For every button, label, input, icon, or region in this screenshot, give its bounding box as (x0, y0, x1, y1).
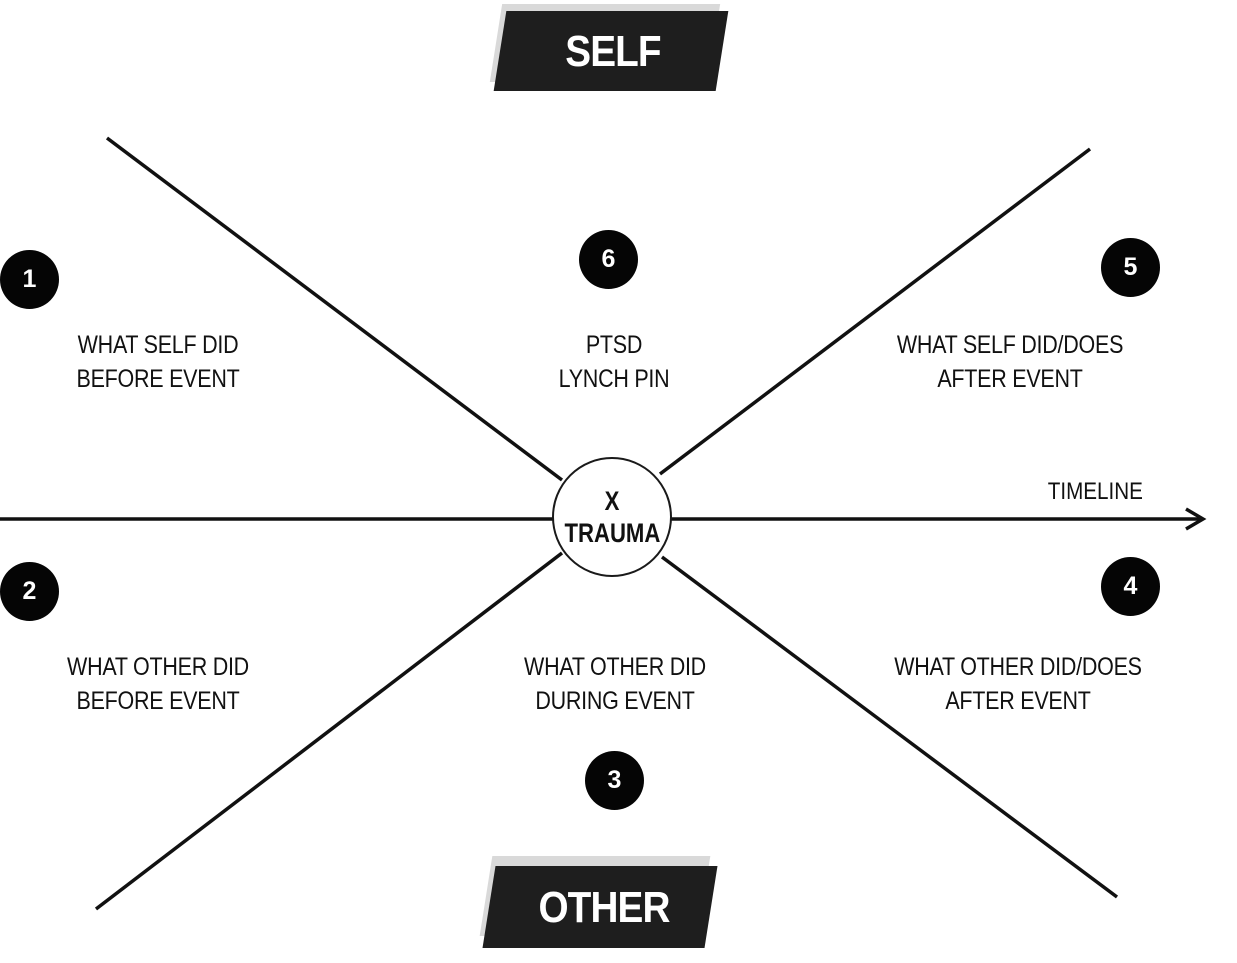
self-banner-title: SELF (565, 27, 661, 76)
quadrant-label-1: WHAT SELF DID BEFORE EVENT (46, 328, 270, 396)
quadrant-label-3: WHAT OTHER DID DURING EVENT (495, 650, 736, 718)
diagonal-line-bottom-right (660, 555, 1119, 899)
number-badge-5: 5 (1101, 238, 1160, 297)
number-badge-2: 2 (0, 562, 59, 621)
timeline-arrowhead-icon (1185, 507, 1207, 531)
quadrant-label-1-line1: WHAT SELF DID (77, 331, 239, 359)
diagonal-line-top-left (105, 136, 564, 482)
trauma-center-circle: X TRAUMA (552, 457, 672, 577)
trauma-center-x: X (604, 486, 620, 516)
other-banner: OTHER (478, 856, 720, 950)
self-banner: SELF (488, 2, 729, 94)
quadrant-label-4-line2: AFTER EVENT (945, 687, 1091, 715)
other-banner-title: OTHER (538, 883, 670, 932)
quadrant-label-3-line2: DURING EVENT (535, 687, 695, 715)
quadrant-label-5-line2: AFTER EVENT (937, 365, 1083, 393)
trauma-center-label: TRAUMA (564, 518, 661, 548)
timeline-label: TIMELINE (1047, 478, 1143, 505)
number-badge-6: 6 (579, 230, 638, 289)
quadrant-label-6: PTSD LYNCH PIN (502, 328, 726, 396)
quadrant-label-6-line2: LYNCH PIN (558, 365, 670, 393)
number-badge-1: 1 (0, 250, 59, 309)
quadrant-label-1-line2: BEFORE EVENT (76, 365, 240, 393)
quadrant-label-2-line1: WHAT OTHER DID (67, 653, 249, 681)
quadrant-label-5: WHAT SELF DID/DOES AFTER EVENT (881, 328, 1139, 396)
quadrant-label-4: WHAT OTHER DID/DOES AFTER EVENT (889, 650, 1147, 718)
diagonal-line-bottom-left (94, 551, 564, 911)
number-badge-4: 4 (1101, 557, 1160, 616)
diagonal-line-top-right (658, 147, 1092, 476)
quadrant-label-6-line1: PTSD (585, 331, 643, 359)
quadrant-label-3-line1: WHAT OTHER DID (524, 653, 706, 681)
number-badge-3: 3 (585, 751, 644, 810)
quadrant-label-2-line2: BEFORE EVENT (76, 687, 240, 715)
quadrant-label-4-line1: WHAT OTHER DID/DOES (894, 653, 1142, 681)
quadrant-label-5-line1: WHAT SELF DID/DOES (896, 331, 1124, 359)
quadrant-label-2: WHAT OTHER DID BEFORE EVENT (38, 650, 279, 718)
